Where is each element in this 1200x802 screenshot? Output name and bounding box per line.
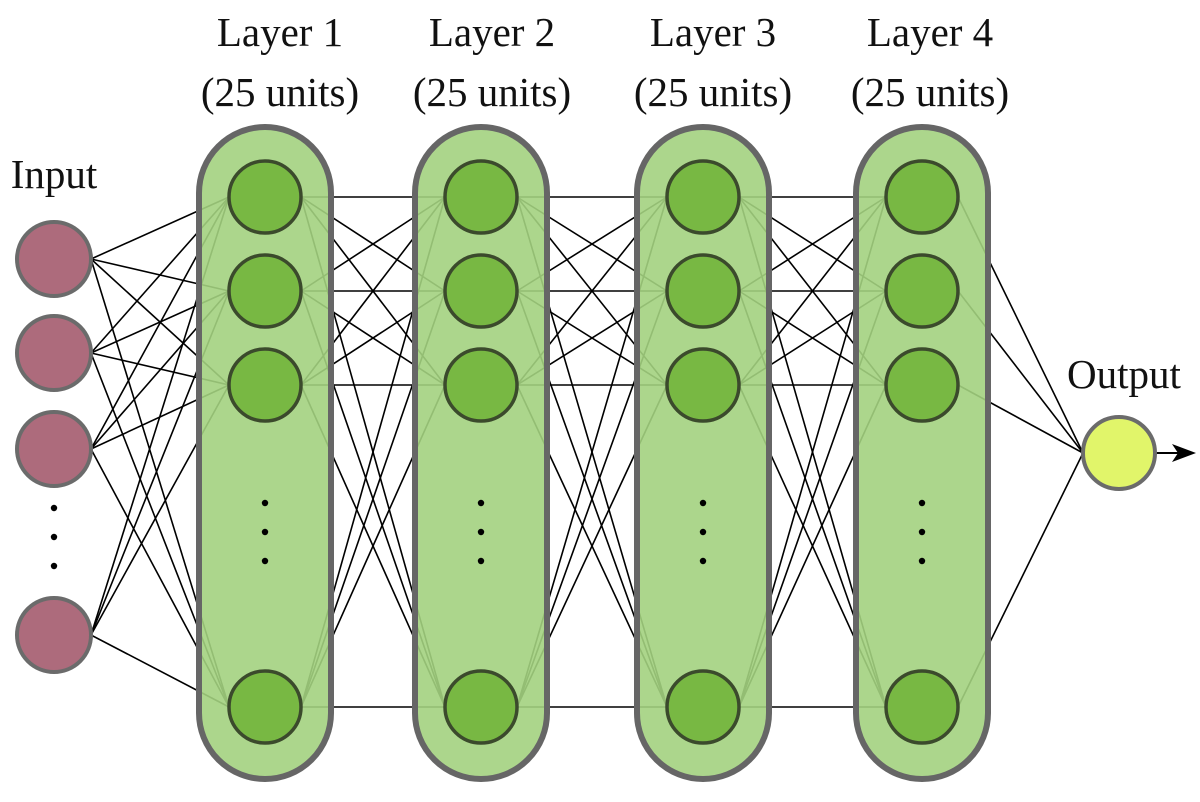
ellipsis-dot: [918, 557, 926, 565]
input-node: [15, 314, 93, 392]
layer-2-units: (25 units): [413, 69, 571, 115]
hidden-node: [665, 253, 741, 329]
ellipsis-dot: [477, 528, 485, 536]
layer-1-title: Layer 1: [217, 9, 343, 55]
hidden-node: [884, 669, 960, 745]
hidden-node: [227, 669, 303, 745]
hidden-node: [884, 253, 960, 329]
hidden-node: [665, 159, 741, 235]
hidden-node: [443, 669, 519, 745]
ellipsis-dot: [699, 528, 707, 536]
ellipsis-dot: [261, 528, 269, 536]
input-node: [15, 596, 93, 674]
input-node: [15, 220, 93, 298]
hidden-node: [665, 669, 741, 745]
ellipsis-dot: [477, 557, 485, 565]
ellipsis-dot: [50, 562, 58, 570]
hidden-node: [227, 253, 303, 329]
hidden-node: [443, 347, 519, 423]
ellipsis-dot: [918, 499, 926, 507]
hidden-node: [227, 347, 303, 423]
ellipsis-dot: [50, 504, 58, 512]
ellipsis-dot: [50, 533, 58, 541]
ellipsis-dot: [918, 528, 926, 536]
nodes: [15, 159, 1157, 745]
layer-3-units: (25 units): [634, 69, 792, 115]
hidden-node: [884, 347, 960, 423]
output-node: [1081, 415, 1157, 491]
ellipsis-dot: [261, 557, 269, 565]
hidden-node: [443, 253, 519, 329]
labels: Input Layer 1 (25 units) Layer 2 (25 uni…: [11, 9, 1182, 397]
layer-1-units: (25 units): [201, 69, 359, 115]
ellipsis-dot: [261, 499, 269, 507]
layer-2-title: Layer 2: [429, 9, 555, 55]
hidden-node: [443, 159, 519, 235]
hidden-node: [227, 159, 303, 235]
input-node: [15, 410, 93, 488]
arrow-head-icon: [1172, 444, 1196, 462]
layer-containers: [196, 124, 991, 782]
input-label: Input: [11, 151, 98, 197]
output-label: Output: [1067, 351, 1182, 397]
ellipsis-dot: [699, 557, 707, 565]
hidden-node: [884, 159, 960, 235]
layer-3-title: Layer 3: [650, 9, 776, 55]
ellipsis-dot: [477, 499, 485, 507]
layer-4-units: (25 units): [851, 69, 1009, 115]
ellipsis-dot: [699, 499, 707, 507]
layer-4-title: Layer 4: [867, 9, 993, 55]
hidden-node: [665, 347, 741, 423]
